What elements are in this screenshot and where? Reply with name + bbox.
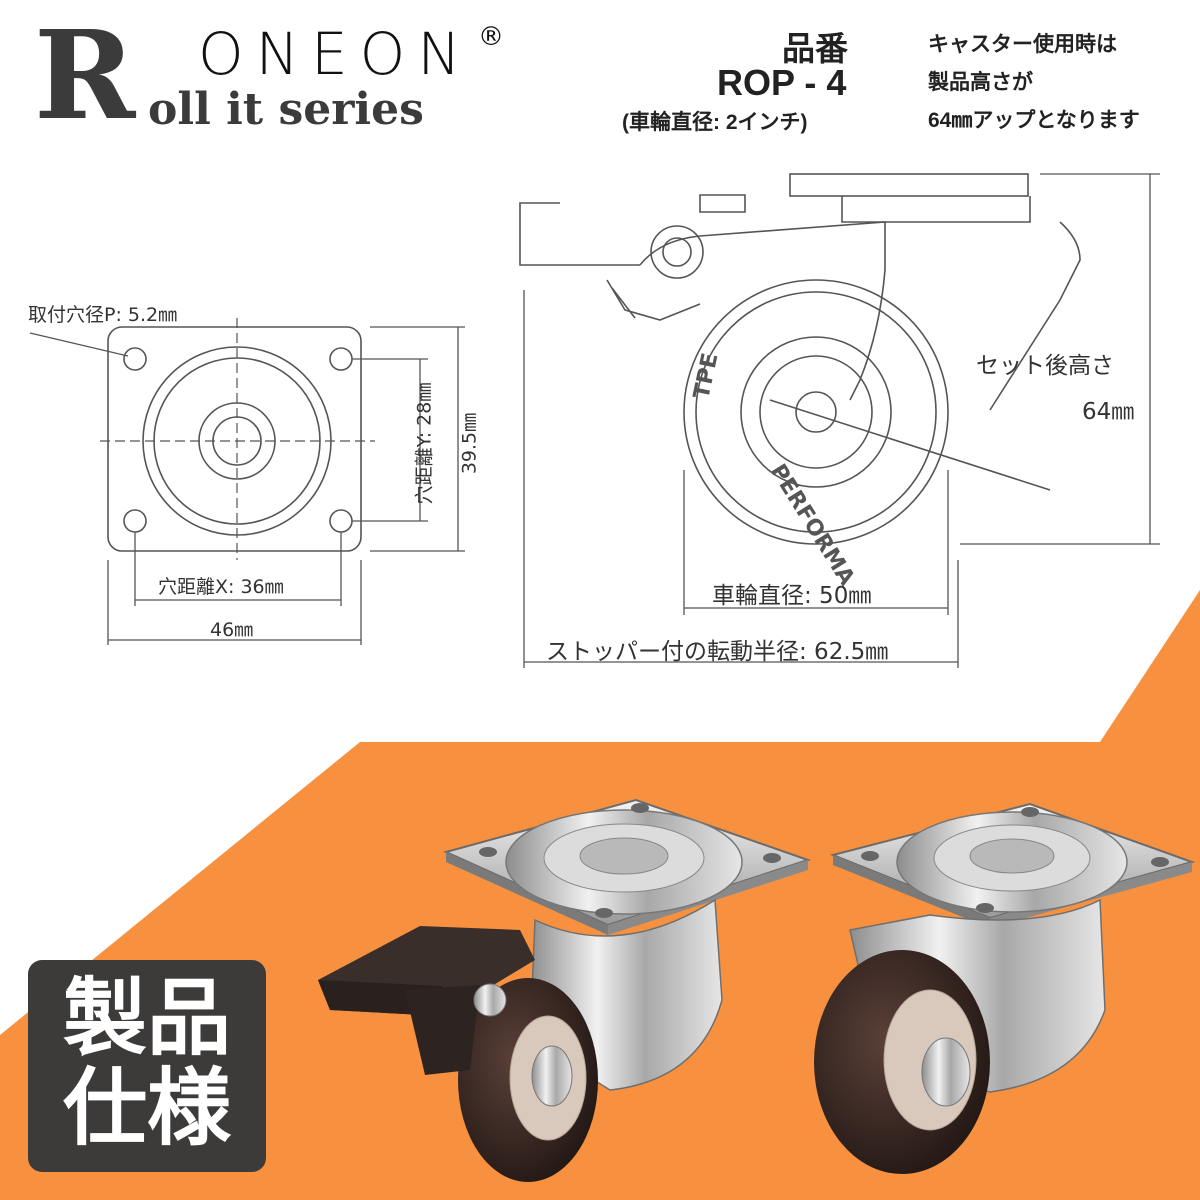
caster-with-brake-photo: [318, 798, 812, 1182]
part-number-code: ROP - 4: [717, 62, 847, 103]
plate-width-label: 46㎜: [210, 619, 254, 641]
registered-mark: ®: [478, 22, 504, 52]
mount-hole-label: 取付穴径P: 5.2㎜: [28, 304, 178, 326]
badge-line2: 仕様: [62, 1059, 231, 1157]
product-spec-badge: 製品 仕様: [28, 960, 266, 1172]
side-caster-drawing: [519, 173, 1081, 545]
series-name: oll it series: [148, 84, 424, 135]
height-note-line1: キャスター使用時は: [928, 33, 1117, 56]
wheel-diameter-label: 車輪直径: 50㎜: [712, 583, 872, 609]
caster-without-brake-photo: [814, 802, 1196, 1174]
set-height-label: セット後高さ: [976, 353, 1114, 379]
brand-logo-oneon: ONEON: [198, 20, 473, 88]
height-note-line2: 製品高さが: [928, 71, 1033, 94]
badge-line1: 製品: [62, 969, 231, 1067]
side-dimension-lines: [523, 173, 1160, 668]
plate-dimension-lines: [29, 326, 465, 645]
swivel-radius-label: ストッパー付の転動半径: 62.5㎜: [546, 639, 889, 665]
series-initial-R: R: [34, 3, 136, 147]
technical-drawing: PERFORMA TPE: [29, 173, 1160, 668]
part-number-label: 品番: [782, 30, 848, 67]
set-height-value: 64㎜: [1082, 399, 1135, 425]
hole-spacing-x-label: 穴距離X: 36㎜: [158, 576, 284, 598]
height-note-line3: 64㎜アップとなります: [928, 109, 1140, 132]
wheel-size-note: (車輪直径: 2インチ): [622, 111, 808, 134]
